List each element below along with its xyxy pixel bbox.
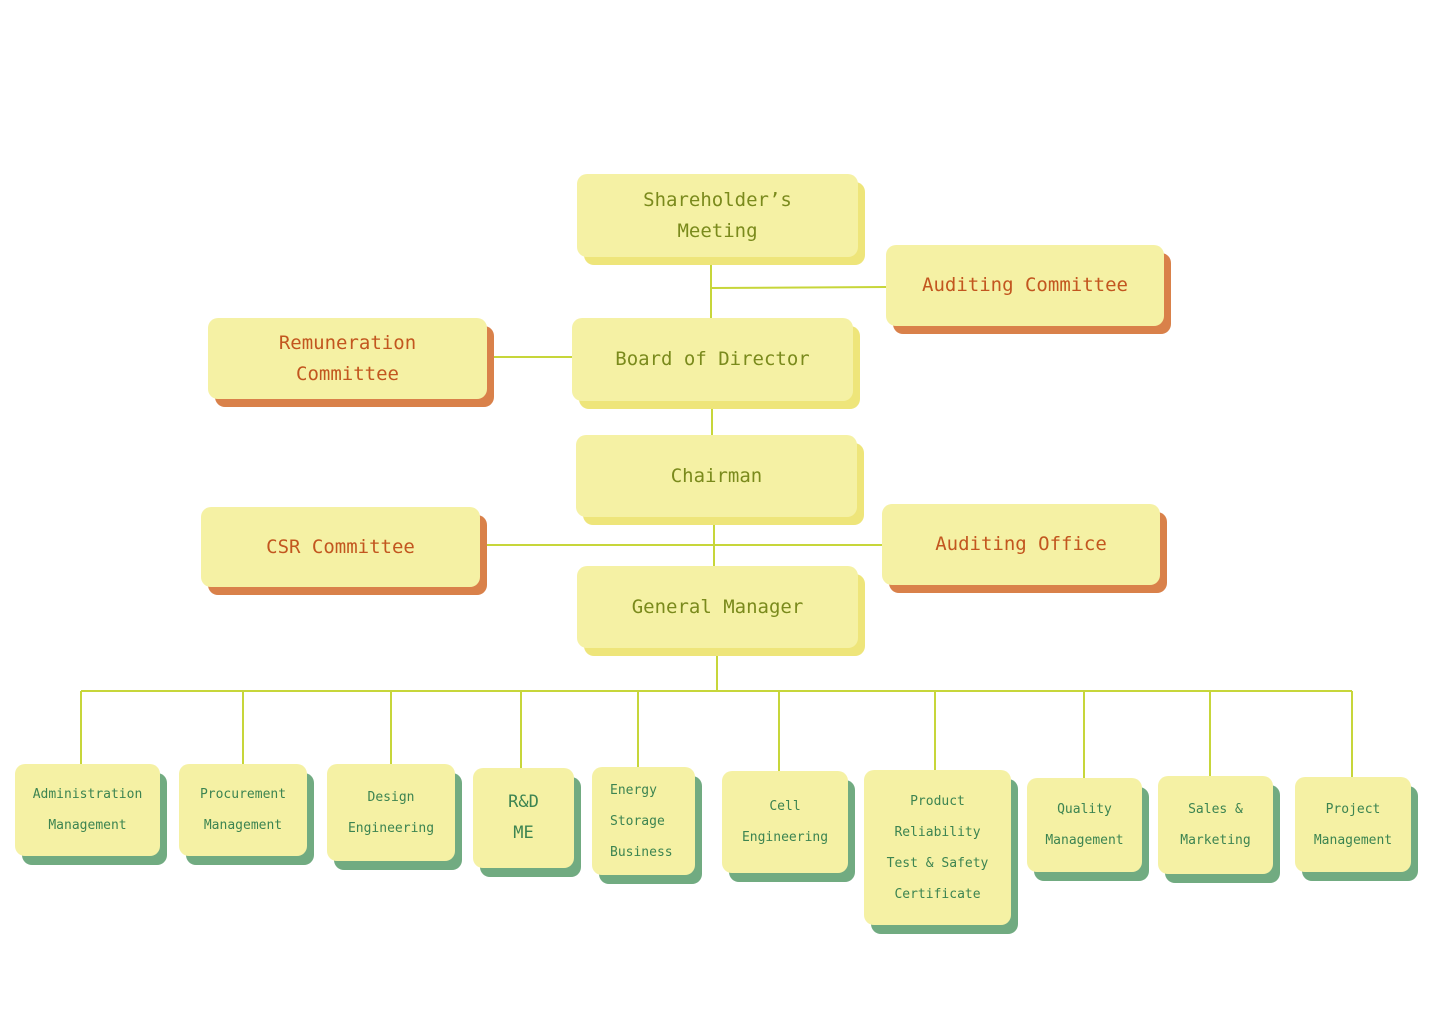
node-label-line: Energy [610, 782, 657, 798]
node-label-line: Storage [610, 813, 665, 829]
node-label-line: Quality [1057, 802, 1112, 817]
node-label-line: R&D [508, 792, 539, 812]
node-label-line: Engineering [741, 830, 829, 845]
node-label-line: Engineering [347, 820, 435, 836]
node-label-line: Product [910, 793, 965, 809]
auditing-office-box: Auditing Office [882, 504, 1160, 585]
department-project-management: Project Management [1295, 777, 1411, 872]
department-cell-engineering: Cell Engineering [722, 771, 848, 873]
board-of-director-box: Board of Director [572, 318, 853, 401]
node-label-line: Meeting [677, 219, 758, 242]
node-label-line: Design [367, 789, 415, 805]
node-label-line: Remuneration [278, 331, 417, 354]
chairman-box: Chairman [576, 435, 857, 517]
node-label-line: Administration [32, 787, 143, 802]
node-label-line: ME [513, 823, 534, 843]
department-design-engineering: Design Engineering [327, 764, 455, 861]
node-label-line: Board of Director [615, 348, 810, 370]
node-label-line: Chairman [670, 464, 763, 487]
node-label-line: Management [1313, 832, 1393, 848]
department-product-reliability: Product Reliability Test & Safety Certif… [864, 770, 1011, 925]
node-label-line: Procurement [199, 787, 287, 802]
node-label-line: Committee [296, 362, 399, 385]
node-label-line: Management [1045, 833, 1124, 848]
department-sales-marketing: Sales & Marketing [1158, 776, 1273, 874]
remuneration-committee-box: Remuneration Committee [208, 318, 487, 399]
node-label-line: Management [203, 818, 283, 833]
department-rnd-me: R&D ME [473, 768, 574, 868]
auditing-committee-box: Auditing Committee [886, 245, 1164, 326]
node-label-line: Sales & [1188, 802, 1243, 817]
department-administration-management: Administration Management [15, 764, 160, 856]
node-label-line: CSR Committee [266, 535, 415, 558]
node-label-line: Auditing Committee [922, 274, 1128, 296]
general-manager-box: General Manager [577, 566, 858, 648]
node-label-line: Auditing Office [935, 533, 1107, 555]
node-label-line: Test & Safety [886, 855, 989, 871]
node-label-line: Shareholder’s [643, 188, 792, 211]
node-label-line: Business [610, 844, 673, 860]
csr-committee-box: CSR Committee [201, 507, 480, 587]
connector-to-auditing-committee [710, 286, 887, 289]
node-label-line: Management [48, 818, 127, 833]
node-label-line: Cell [769, 799, 801, 814]
node-label-line: Reliability [894, 824, 981, 840]
department-quality-management: Quality Management [1027, 778, 1142, 872]
node-label-line: General Manager [631, 595, 804, 618]
node-label-line: Project [1325, 801, 1381, 817]
node-label-line: Certificate [894, 886, 981, 902]
department-procurement-management: Procurement Management [179, 764, 307, 856]
shareholders-meeting-box: Shareholder’s Meeting [577, 174, 858, 257]
department-energy-storage-business: Energy Storage Business [592, 767, 695, 875]
node-label-line: Marketing [1180, 833, 1251, 848]
